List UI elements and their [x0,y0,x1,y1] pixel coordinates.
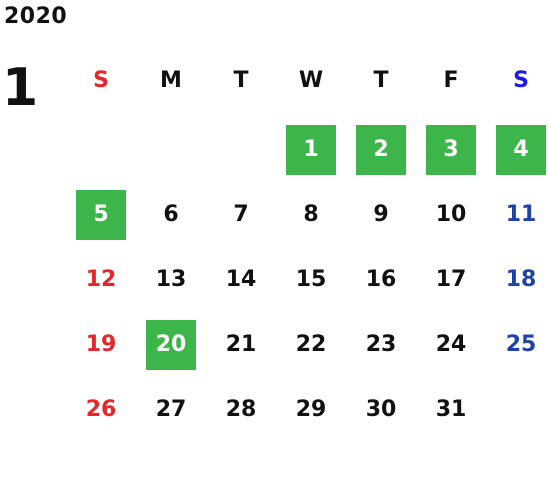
day-21[interactable]: 21 [225,332,257,357]
day-19[interactable]: 19 [85,332,117,357]
day-4[interactable]: 4 [496,125,546,175]
day-31[interactable]: 31 [435,397,467,422]
day-9[interactable]: 9 [373,202,389,227]
day-13[interactable]: 13 [155,267,187,292]
weekday-thursday: T [373,68,389,93]
day-25[interactable]: 25 [505,332,537,357]
month-label: 1 [2,58,39,118]
day-30[interactable]: 30 [365,397,397,422]
day-29[interactable]: 29 [295,397,327,422]
weekday-saturday: S [513,68,529,93]
day-23[interactable]: 23 [365,332,397,357]
day-11[interactable]: 11 [505,202,537,227]
day-17[interactable]: 17 [435,267,467,292]
day-15[interactable]: 15 [295,267,327,292]
day-10[interactable]: 10 [435,202,467,227]
day-8[interactable]: 8 [303,202,319,227]
day-6[interactable]: 6 [163,202,179,227]
day-5[interactable]: 5 [76,190,126,240]
day-2[interactable]: 2 [356,125,406,175]
weekday-sunday: S [93,68,109,93]
day-18[interactable]: 18 [505,267,537,292]
day-3[interactable]: 3 [426,125,476,175]
day-20[interactable]: 20 [146,320,196,370]
day-7[interactable]: 7 [233,202,249,227]
day-16[interactable]: 16 [365,267,397,292]
day-22[interactable]: 22 [295,332,327,357]
day-27[interactable]: 27 [155,397,187,422]
weekday-friday: F [443,68,459,93]
day-1[interactable]: 1 [286,125,336,175]
year-label: 2020 [4,4,68,29]
day-28[interactable]: 28 [225,397,257,422]
weekday-tuesday: T [233,68,249,93]
day-26[interactable]: 26 [85,397,117,422]
day-12[interactable]: 12 [85,267,117,292]
day-14[interactable]: 14 [225,267,257,292]
weekday-monday: M [160,68,182,93]
day-24[interactable]: 24 [435,332,467,357]
weekday-wednesday: W [298,68,324,93]
